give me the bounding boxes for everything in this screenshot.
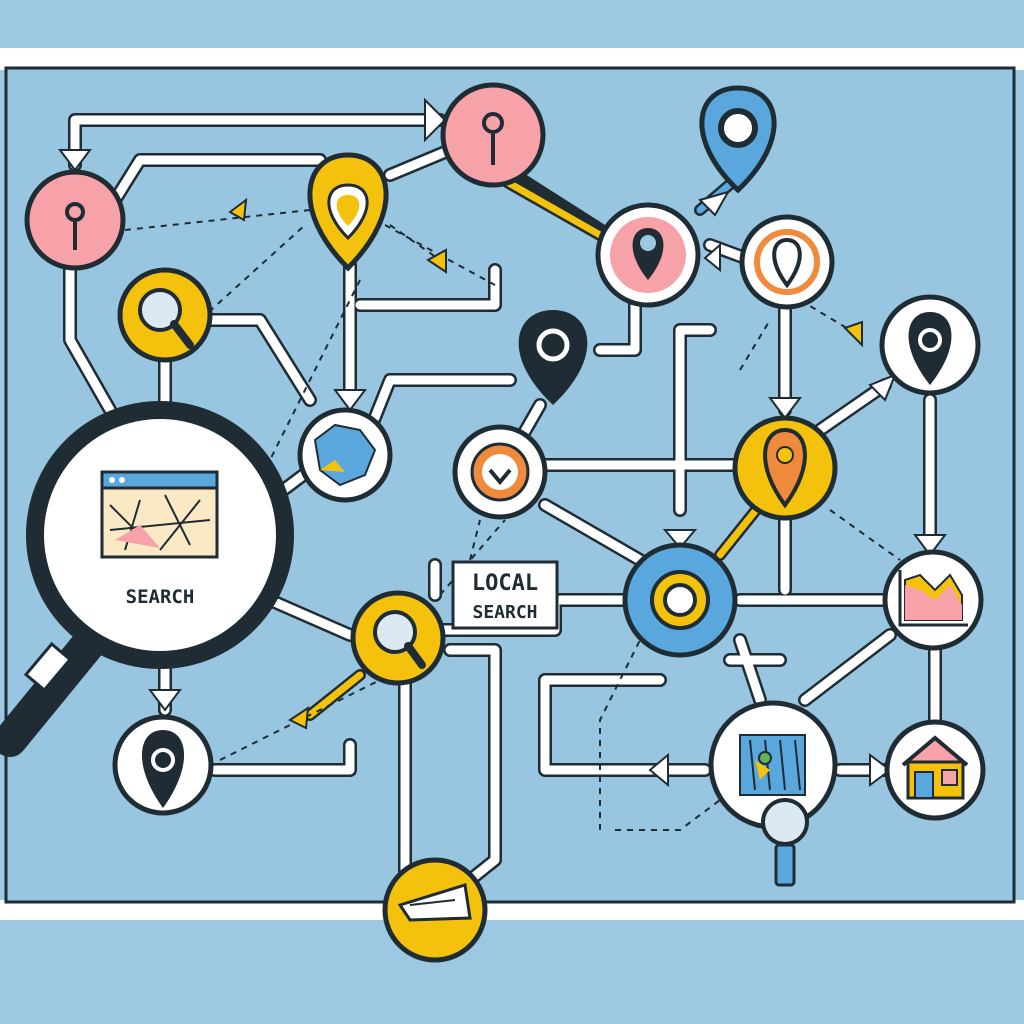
map-magnifier-node — [708, 700, 838, 887]
arrow-icon — [426, 248, 447, 274]
arrow-icon — [869, 753, 892, 787]
location-marker-icon — [536, 328, 570, 362]
house-icon — [901, 735, 969, 800]
search-label: SEARCH — [126, 586, 195, 608]
arrow-icon — [58, 149, 92, 172]
pin-icon — [482, 112, 504, 165]
arrow-icon — [424, 97, 447, 143]
arrow-icon — [228, 197, 248, 222]
magnifier-icon — [761, 798, 809, 887]
pin-node-pink-left — [24, 169, 126, 271]
pin-icon — [65, 202, 85, 250]
magnifier-icon — [373, 610, 426, 669]
magnifier-node-yellow-lower — [350, 590, 446, 686]
location-marker-dark-center — [518, 310, 588, 405]
pin-node-pink-top — [440, 82, 546, 188]
magnifier-handle-band — [23, 641, 73, 693]
location-marker-blue-top — [699, 85, 777, 194]
arrow-icon — [698, 190, 731, 217]
arrow-icon — [843, 320, 863, 348]
highlighted-connectors — [304, 172, 766, 721]
map-icon — [739, 734, 806, 796]
location-marker-dark-lower-left — [112, 714, 214, 816]
search-magnifier: SEARCH — [0, 401, 294, 757]
location-marker-icon — [763, 427, 807, 509]
magnifier-handle — [0, 613, 117, 757]
arrow-icon — [913, 534, 947, 557]
pin-node-white-pink — [595, 202, 701, 308]
target-node-blue-center — [622, 542, 738, 658]
location-marker-icon — [151, 748, 175, 772]
arrow-icon — [333, 389, 367, 412]
location-marker-yellow-top — [307, 152, 389, 272]
browser-window-icon — [100, 470, 219, 559]
local-search-label-line2: SEARCH — [472, 602, 537, 623]
magnifier-node-yellow-left — [117, 267, 213, 363]
globe-map-node — [297, 407, 393, 503]
frame-band-top — [0, 48, 1024, 70]
arrow-icon — [148, 689, 182, 712]
frame-band-bottom — [0, 900, 1024, 920]
arrow-icon — [662, 529, 698, 550]
house-node — [884, 719, 986, 821]
location-marker-icon — [918, 328, 942, 352]
location-marker-dark-right — [879, 294, 981, 396]
white-arrows — [58, 97, 947, 788]
location-marker-icon — [718, 108, 758, 148]
arrow-icon — [868, 373, 897, 402]
paper-plane-node — [382, 857, 488, 963]
arrow-icon — [648, 752, 669, 788]
chevron-down-icon — [488, 468, 512, 486]
check-node-orange — [452, 424, 548, 520]
magnifier-icon — [138, 288, 194, 349]
local-search-label-line1: LOCAL — [472, 571, 538, 596]
chart-icon — [898, 570, 968, 627]
arrow-icon — [768, 397, 802, 420]
arrow-icon — [703, 242, 721, 273]
pin-node-white-red — [739, 214, 835, 310]
location-marker-icon — [772, 237, 802, 289]
local-search-sign: LOCAL SEARCH — [451, 560, 559, 630]
arrow-icon — [288, 705, 310, 730]
chart-node — [882, 549, 984, 651]
location-marker-orange-node — [732, 415, 838, 521]
direction-arrows — [228, 197, 863, 730]
